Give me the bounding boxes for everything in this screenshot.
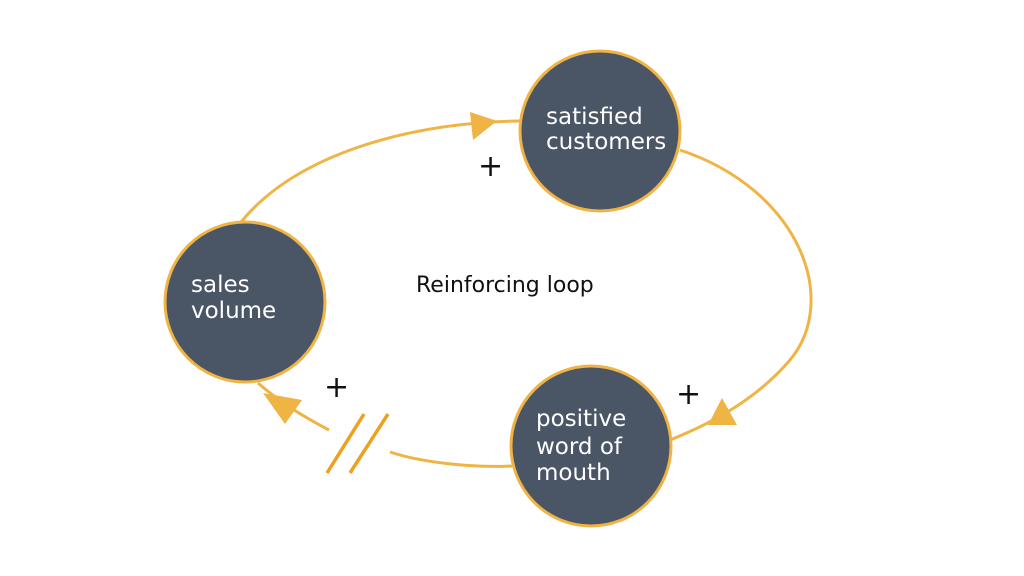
delay-mark-1 <box>325 413 366 474</box>
arrowhead-to-sales-volume <box>263 393 302 424</box>
polarity-sign-satisfied-to-wordofmouth: + <box>676 377 701 412</box>
node-label-line: mouth <box>536 460 611 486</box>
node-label-line: sales <box>191 272 250 298</box>
node-label-line: customers <box>546 129 666 155</box>
node-positive-word-of-mouth: positive word of mouth <box>509 364 673 528</box>
link-wordofmouth-to-sales-part1 <box>389 450 513 468</box>
node-label-line: word of <box>536 434 623 460</box>
node-label-line: satisfied <box>546 104 643 130</box>
node-label-line: volume <box>191 298 276 324</box>
loop-title: Reinforcing loop <box>416 273 594 298</box>
polarity-sign-wordofmouth-to-sales: + <box>324 370 349 405</box>
arrowhead-to-positive-word-of-mouth <box>708 398 737 425</box>
polarity-sign-sales-to-satisfied: + <box>478 149 503 184</box>
node-sales-volume: sales volume <box>163 220 327 384</box>
arrowhead-to-satisfied-customers <box>470 112 497 140</box>
node-label-line: positive <box>536 406 626 432</box>
node-satisfied-customers: satisfied customers <box>518 49 682 213</box>
delay-mark-2 <box>348 413 390 474</box>
